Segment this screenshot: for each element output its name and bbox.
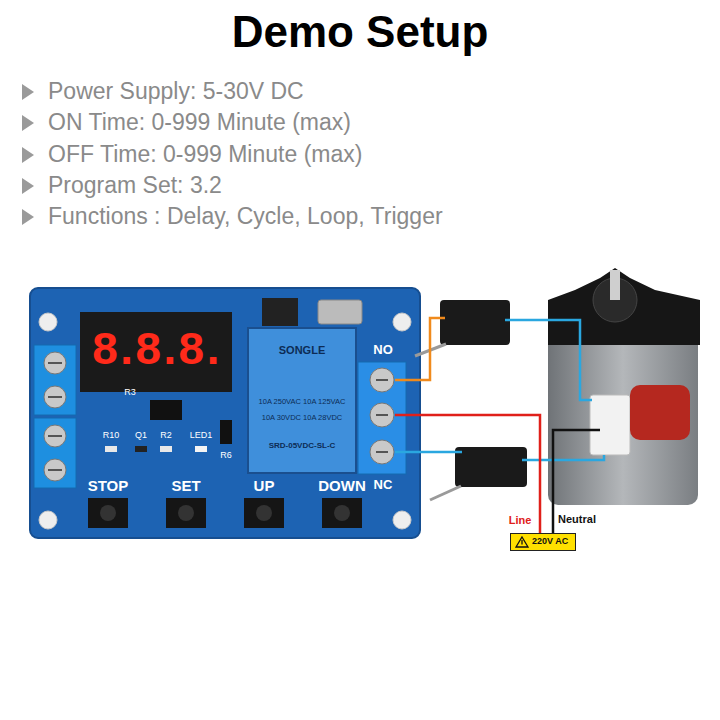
button-label: SET [171, 478, 200, 495]
relay-board [393, 511, 411, 529]
relay-board [166, 498, 206, 528]
wires [395, 318, 604, 533]
relay-board [48, 469, 62, 471]
relay-board [44, 386, 66, 408]
gear-motor [630, 385, 690, 440]
wire-label: Neutral [556, 513, 598, 525]
component-label: R10 [103, 431, 120, 441]
warning-icon [516, 537, 528, 547]
spec-line: ON Time: 0-999 Minute (max) [48, 110, 351, 135]
relay-board [334, 505, 350, 521]
warning-sign: 220V AC [510, 533, 576, 551]
wires [395, 451, 462, 454]
wires [553, 430, 600, 533]
relay-board [376, 379, 388, 381]
relay-board [150, 400, 182, 420]
relay-board [34, 345, 76, 415]
warning-icon [515, 536, 529, 548]
component-label: R6 [220, 451, 232, 461]
wires [395, 318, 445, 380]
spec-line: Power Supply: 5-30V DC [48, 79, 304, 104]
button-label: STOP [88, 478, 129, 495]
relay-board [100, 505, 116, 521]
warning-icon [521, 540, 522, 545]
relay-board [393, 313, 411, 331]
relay-board [30, 288, 420, 538]
terminal-label: NO [373, 343, 393, 357]
relay-board [376, 451, 388, 453]
relay-rating: 10A 250VAC 10A 125VAC [259, 398, 346, 406]
relay-board [370, 440, 394, 464]
relay-board [195, 446, 207, 452]
relay-board [370, 368, 394, 392]
limit-switches [430, 486, 461, 500]
component-label: Q1 [135, 431, 147, 441]
relay-brand: SONGLE [279, 344, 325, 356]
gear-motor [548, 330, 698, 505]
terminal-label: NC [374, 478, 393, 492]
component-label: R3 [124, 388, 136, 398]
relay-model: SRD-05VDC-SL-C [269, 442, 336, 451]
relay-board [44, 459, 66, 481]
relay-board [248, 328, 356, 473]
relay-board [318, 300, 362, 324]
bullet-markers [22, 147, 34, 163]
relay-board [39, 313, 57, 331]
relay-board [256, 505, 272, 521]
spec-line: Functions : Delay, Cycle, Loop, Trigger [48, 204, 443, 229]
limit-switches [455, 447, 527, 487]
relay-board [160, 446, 172, 452]
sign-text: 220V AC [532, 537, 568, 547]
relay-board [48, 362, 62, 364]
spec-line: OFF Time: 0-999 Minute (max) [48, 142, 362, 167]
sign-text: 220V AC [532, 537, 568, 547]
limit-switches [440, 300, 510, 345]
spec-line: Program Set: 3.2 [48, 173, 222, 198]
wire-label: Line [507, 514, 534, 526]
component-label: LED1 [190, 431, 213, 441]
relay-board [376, 414, 388, 416]
relay-board [370, 403, 394, 427]
gear-motor [610, 270, 620, 300]
title: Demo Setup [0, 8, 720, 56]
gear-motor [548, 268, 700, 505]
wires [522, 455, 604, 460]
bullet-markers [22, 84, 34, 100]
button-label: DOWN [318, 478, 366, 495]
relay-board [88, 498, 128, 528]
relay-board [44, 352, 66, 374]
relay-board [30, 288, 420, 538]
button-label: UP [254, 478, 275, 495]
relay-board [44, 425, 66, 447]
bullet-markers [22, 84, 34, 225]
relay-board [34, 418, 76, 488]
relay-board [220, 420, 232, 444]
relay-board [48, 435, 62, 437]
wires [505, 320, 592, 400]
relay-board [105, 446, 117, 452]
gear-motor [590, 395, 630, 455]
bullet-markers [22, 178, 34, 194]
relay-board [178, 505, 194, 521]
relay-board [322, 498, 362, 528]
limit-switches [415, 300, 527, 500]
relay-board [135, 446, 147, 452]
relay-rating: 10A 30VDC 10A 28VDC [262, 414, 342, 422]
bullet-markers [22, 115, 34, 131]
wires [395, 415, 540, 533]
seven-segment-display: 8.8.8. [91, 327, 221, 378]
bullet-markers [22, 209, 34, 225]
relay-board [80, 312, 232, 392]
relay-board [244, 498, 284, 528]
relay-board [48, 396, 62, 398]
gear-motor [548, 268, 700, 345]
relay-board [39, 511, 57, 529]
relay-board [262, 298, 298, 326]
component-label: R2 [160, 431, 172, 441]
